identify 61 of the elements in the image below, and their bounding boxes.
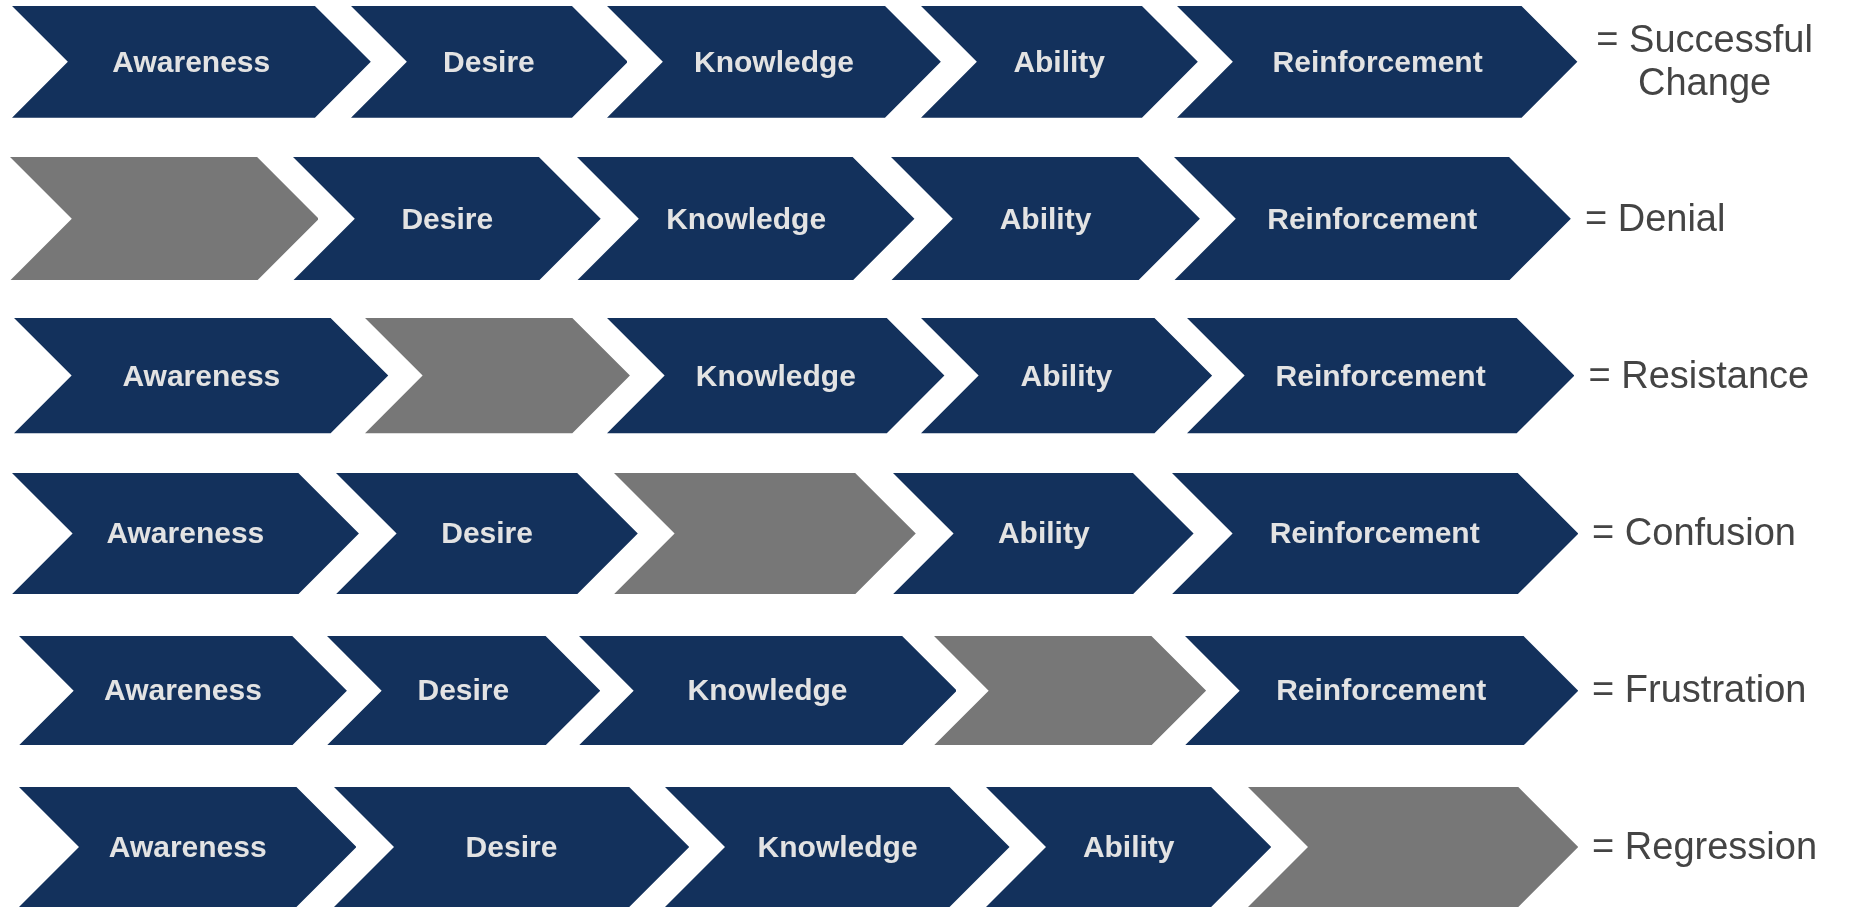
- chevron-step: [11, 472, 359, 595]
- step-label: Knowledge: [756, 829, 919, 864]
- chevron-step: [607, 5, 941, 118]
- chevron-step: [19, 786, 357, 907]
- chevron-step: [11, 5, 371, 118]
- step-label: Reinforcement: [1275, 673, 1488, 708]
- chevron-step: [350, 5, 628, 118]
- chevron-step: [1173, 156, 1571, 281]
- step-label: Desire: [400, 201, 495, 236]
- step-label: Knowledge: [693, 44, 856, 79]
- step-label: Reinforcement: [1266, 201, 1479, 236]
- chevron-step: [1177, 5, 1578, 118]
- step-label: Awareness: [107, 829, 268, 864]
- step-label: Reinforcement: [1271, 44, 1484, 79]
- chevron-step: [1247, 786, 1578, 907]
- chevron-step: [920, 5, 1198, 118]
- step-label: Ability: [1081, 829, 1176, 864]
- outcome-label: = Regression: [1592, 824, 1818, 869]
- step-label: Awareness: [105, 516, 266, 551]
- step-label: Desire: [442, 44, 536, 79]
- step-label: Knowledge: [665, 201, 828, 236]
- chevron-step: [1186, 318, 1575, 434]
- step-label: Awareness: [103, 673, 263, 708]
- chevron-step: [893, 472, 1195, 595]
- chevron-step: [920, 318, 1212, 434]
- chevron-step: [1184, 635, 1578, 745]
- step-label: Ability: [998, 201, 1093, 236]
- step-label: Knowledge: [694, 359, 857, 393]
- step-label: Desire: [464, 829, 559, 864]
- chevron-step: [14, 318, 389, 434]
- chevron-step: [293, 156, 602, 281]
- outcome-label: = Confusion: [1592, 511, 1797, 556]
- chevron-step: [578, 635, 957, 745]
- chevron-step: [577, 156, 915, 281]
- step-label: Ability: [1012, 44, 1107, 79]
- chevron-step: [336, 472, 638, 595]
- chevron-step: [665, 786, 1010, 907]
- chevron-step: [19, 635, 347, 745]
- chevron-step: [364, 318, 630, 434]
- chevron-step: [614, 472, 917, 595]
- chevron-step: [933, 635, 1206, 745]
- outcome-label: = Resistance: [1588, 354, 1811, 398]
- step-label: Knowledge: [686, 673, 849, 708]
- outcome-label: = Frustration: [1592, 668, 1808, 713]
- outcome-label: = Successful Change: [1595, 18, 1814, 106]
- chevron-step: [1171, 472, 1578, 595]
- step-label: Desire: [416, 673, 511, 708]
- step-label: Awareness: [121, 359, 282, 393]
- chevron-step: [9, 156, 319, 281]
- step-label: Awareness: [111, 44, 272, 79]
- step-label: Ability: [996, 516, 1091, 551]
- step-label: Ability: [1019, 359, 1114, 393]
- chevron-step: [607, 318, 945, 434]
- step-label: Desire: [440, 516, 534, 551]
- chevron-step: [986, 786, 1272, 907]
- outcome-label: = Denial: [1584, 196, 1727, 241]
- chevron-step: [326, 635, 600, 745]
- chevron-step: [333, 786, 690, 907]
- chevron-step: [891, 156, 1200, 281]
- step-label: Reinforcement: [1268, 516, 1481, 551]
- step-label: Reinforcement: [1274, 359, 1487, 393]
